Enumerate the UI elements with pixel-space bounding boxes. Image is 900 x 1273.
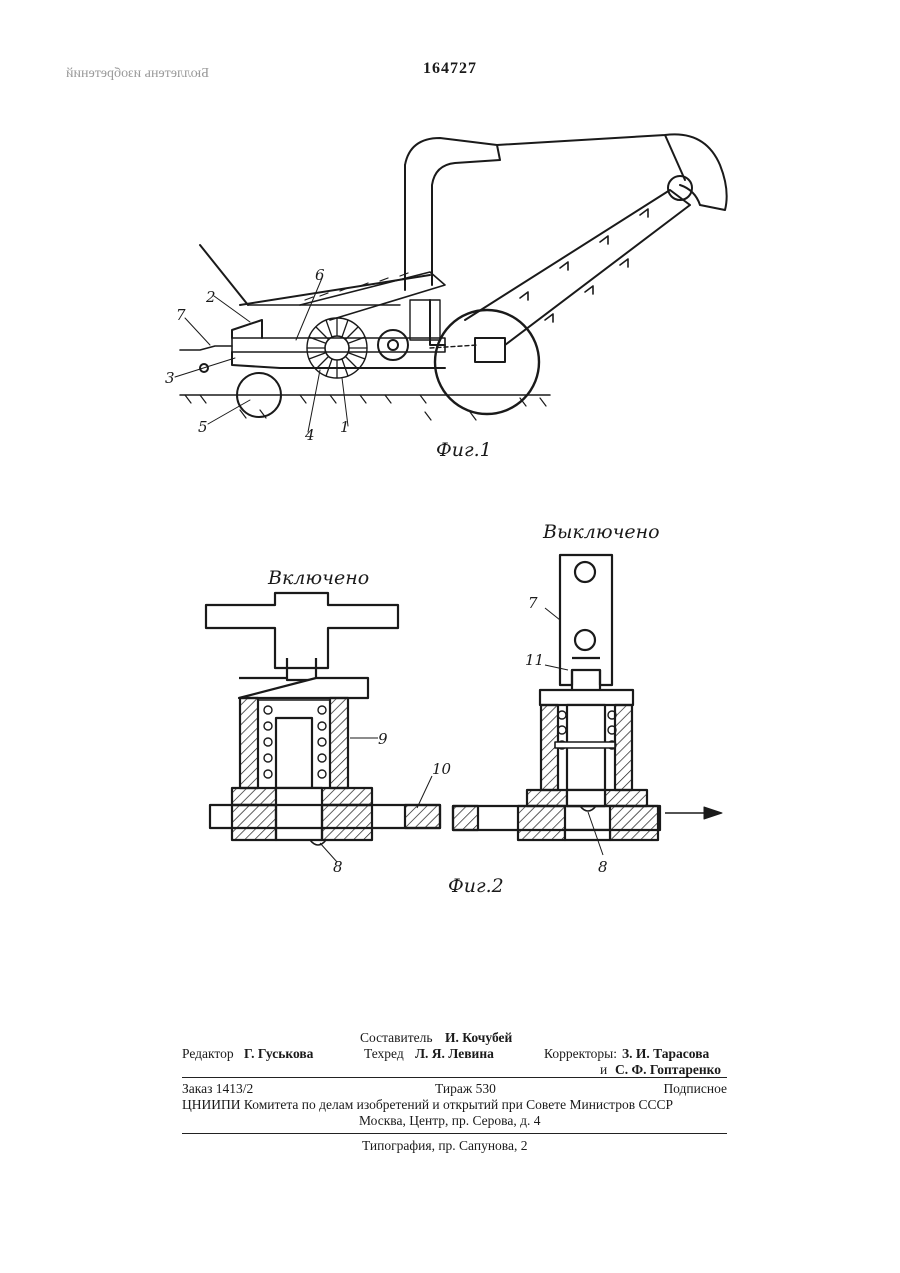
fig2-label-9: 9 [378,730,388,748]
publication-block: Заказ 1413/2 Тираж 530 Подписное ЦНИИПИ … [182,1081,727,1129]
compiler-name: И. Кочубей [445,1030,513,1045]
printer: Типография, пр. Сапунова, 2 [362,1138,528,1153]
fig1-label-7: 7 [176,306,186,324]
organization: ЦНИИПИ Комитета по делам изобретений и о… [182,1097,673,1112]
figure-1-drawing: 1 2 3 4 5 6 7 Фиг.1 [165,133,728,461]
fig1-label-5: 5 [198,418,208,436]
printer-block: Типография, пр. Сапунова, 2 [182,1138,727,1154]
fig2-label-8-left: 8 [333,858,343,876]
editor-name: Г. Гуськова [244,1046,314,1061]
imprint-bottom-rule [182,1133,727,1134]
corrector-2-row: и С. Ф. Гоптаренко [182,1062,727,1078]
fig2-label-10: 10 [432,760,452,778]
order-number: Заказ 1413/2 [182,1081,254,1096]
fig1-label-3: 3 [165,369,175,387]
imprint-block: Составитель И. Кочубей Редактор Г. Гуськ… [182,1030,727,1078]
editor-label: Редактор [182,1046,234,1061]
fig1-label-2: 2 [205,288,216,306]
state-on-label: Включено [267,567,369,589]
patent-number: 164727 [423,60,477,77]
address: Москва, Центр, пр. Серова, д. 4 [359,1113,541,1128]
circulation: Тираж 530 [435,1081,496,1096]
figure-2-part-labels: 7 8 8 9 10 11 [333,594,608,876]
fig1-label-6: 6 [315,266,325,284]
figure-2-caption: Фиг.2 [448,875,504,897]
figure-2-drawing: Включено Выключено [204,521,723,897]
latch-disengaged [451,553,723,856]
fig1-label-1: 1 [340,418,350,436]
subscription: Подписное [663,1081,727,1096]
compiler-label: Составитель [360,1030,433,1045]
imprint-top-rule [182,1077,727,1078]
fig2-label-7: 7 [528,594,538,612]
address-row: Москва, Центр, пр. Серова, д. 4 [182,1113,727,1129]
fig2-label-8-right: 8 [598,858,608,876]
editor-row: Редактор Г. Гуськова Техред Л. Я. Левина… [182,1046,727,1062]
state-off-label: Выключено [542,521,660,543]
figure-1-caption: Фиг.1 [436,439,492,461]
fig2-label-11: 11 [525,651,544,669]
tech-name: Л. Я. Левина [415,1046,494,1061]
figure-1-part-labels: 1 2 3 4 5 6 7 [165,266,350,444]
printer-row: Типография, пр. Сапунова, 2 [182,1138,727,1154]
fig1-label-4: 4 [304,426,315,444]
order-row: Заказ 1413/2 Тираж 530 Подписное [182,1081,727,1097]
tech-label: Техред [364,1046,404,1061]
corrector-2-prefix: и [600,1062,608,1077]
corrector-2: С. Ф. Гоптаренко [615,1062,721,1077]
org-row: ЦНИИПИ Комитета по делам изобретений и о… [182,1097,727,1113]
correctors-label: Корректоры: [544,1046,617,1061]
corrector-1: З. И. Тарасова [622,1046,710,1061]
latch-engaged [204,591,442,863]
compiler-row: Составитель И. Кочубей [182,1030,727,1046]
